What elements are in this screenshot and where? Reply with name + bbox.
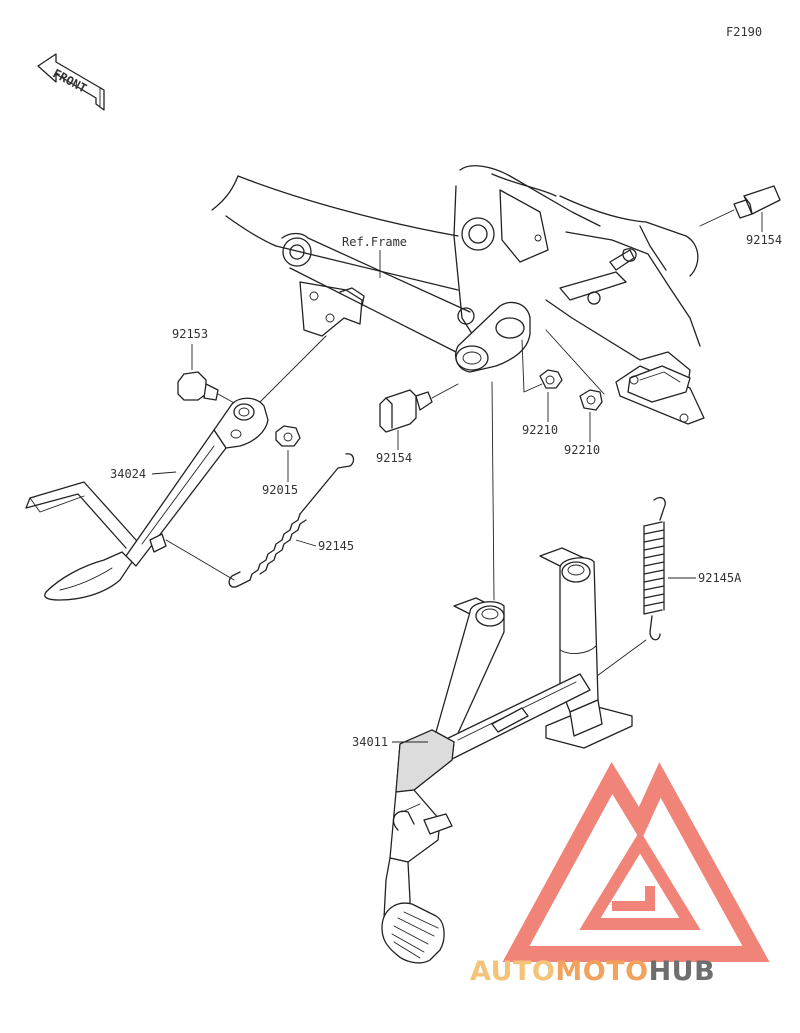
part-label-92154-center: 92154 xyxy=(376,451,412,465)
part-label-92015: 92015 xyxy=(262,483,298,497)
spring-92145 xyxy=(189,453,355,588)
part-label-92145: 92145 xyxy=(318,539,354,553)
watermark-hub: HUB xyxy=(649,956,716,987)
part-label-92145A: 92145A xyxy=(698,571,742,585)
frame-assembly xyxy=(211,165,705,425)
ref-frame-label: Ref.Frame xyxy=(342,235,407,249)
part-label-92154-right: 92154 xyxy=(746,233,782,247)
part-label-34024: 34024 xyxy=(110,467,146,481)
watermark-moto: MOTO xyxy=(555,956,648,987)
bolt-92153 xyxy=(177,371,237,405)
part-label-34011: 34011 xyxy=(352,735,388,749)
spring-92145A xyxy=(585,496,666,685)
part-label-92210-b: 92210 xyxy=(564,443,600,457)
bolt-92154-center xyxy=(379,383,459,433)
leader-34024 xyxy=(151,471,177,475)
diagram-code: F2190 xyxy=(726,25,762,39)
nut-leader-b-guide xyxy=(545,329,605,395)
leader-92145 xyxy=(295,539,317,547)
center-stand-34011 xyxy=(381,547,633,964)
side-stand-mount-guide xyxy=(257,335,327,405)
side-stand-34024 xyxy=(25,397,269,601)
front-arrow-icon: FRONT xyxy=(37,53,105,111)
watermark-text: AUTOMOTOHUB xyxy=(470,956,715,987)
nut-leader-a-guide xyxy=(521,339,543,393)
center-stand-mount-guide xyxy=(491,381,495,601)
nut-92210-a xyxy=(539,369,563,389)
bolt-92154-right xyxy=(699,185,781,227)
part-label-92153: 92153 xyxy=(172,327,208,341)
nut-92210-b xyxy=(579,389,603,411)
automotohub-logo-icon xyxy=(502,761,770,962)
watermark-auto: AUTO xyxy=(470,956,555,987)
nut-92015 xyxy=(275,425,301,447)
part-label-92210-a: 92210 xyxy=(522,423,558,437)
